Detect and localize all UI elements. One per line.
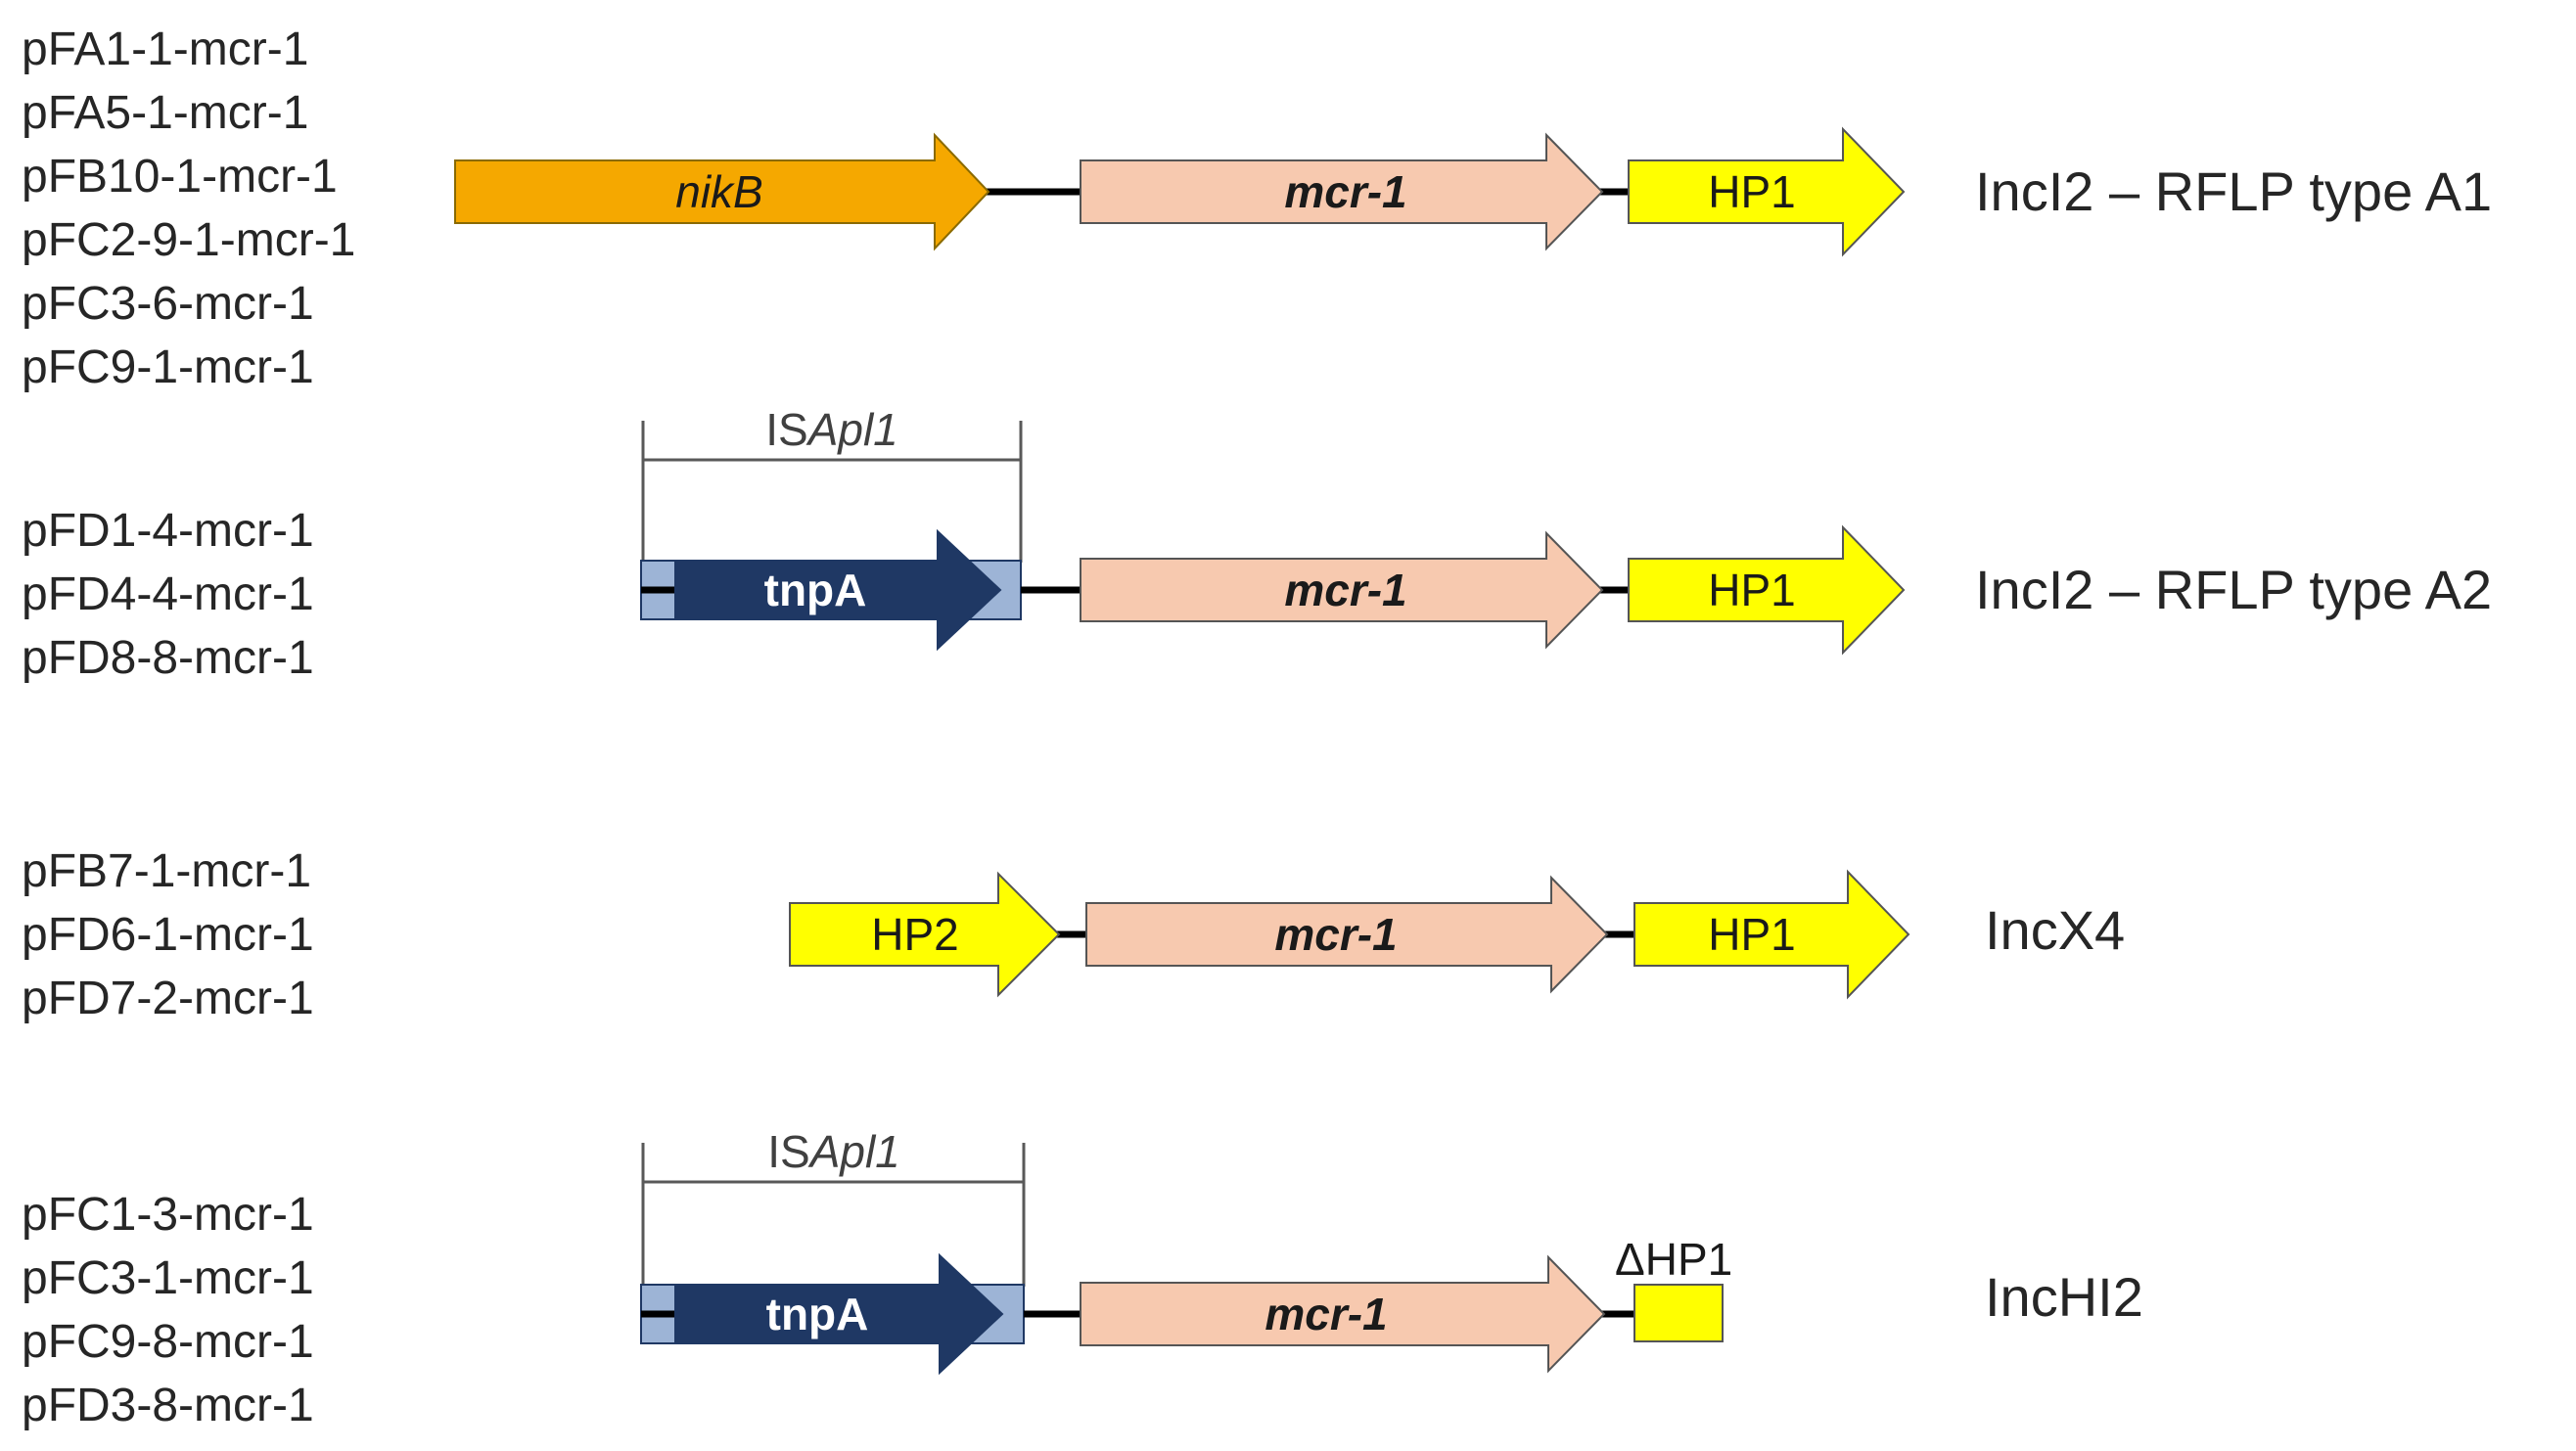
element-suffix: Apl1: [805, 404, 898, 455]
row-2: pFD1-4-mcr-1 pFD4-4-mcr-1 pFD8-8-mcr-1 I…: [22, 404, 2492, 684]
inc-type-label: IncI2 – RFLP type A2: [1975, 559, 2492, 620]
strain-label: pFD3-8-mcr-1: [22, 1380, 314, 1431]
element-prefix: IS: [765, 404, 807, 455]
truncated-gene-box: [1633, 1284, 1724, 1342]
gene-label: tnpA: [766, 1289, 869, 1339]
gene-arrow-hp1: [1633, 869, 1910, 1000]
gene-arrow-mcr1: [1080, 530, 1604, 650]
strain-label: pFA5-1-mcr-1: [22, 87, 308, 139]
strain-label: pFC1-3-mcr-1: [22, 1189, 314, 1241]
gene-arrow-hp1: [1628, 524, 1906, 656]
gene-arrow-tnpa: [674, 528, 1002, 652]
strain-label: pFC9-1-mcr-1: [22, 341, 314, 393]
gene-label: HP1: [1708, 565, 1795, 615]
gene-label: mcr-1: [1284, 166, 1406, 217]
strain-label: pFC3-1-mcr-1: [22, 1252, 314, 1304]
row-4: pFC1-3-mcr-1 pFC3-1-mcr-1 pFC9-8-mcr-1 p…: [22, 1126, 2143, 1431]
strain-label: pFD6-1-mcr-1: [22, 909, 314, 961]
strain-label: pFD4-4-mcr-1: [22, 568, 314, 620]
gene-arrow-hp2: [789, 871, 1061, 998]
gene-label: HP2: [871, 909, 958, 960]
gene-arrow-hp1: [1628, 126, 1906, 257]
gene-arrow-mcr1: [1080, 132, 1604, 251]
strain-label: pFC2-9-1-mcr-1: [22, 214, 355, 266]
gene-arrow-mcr1: [1080, 1254, 1606, 1374]
inc-type-label: IncHI2: [1985, 1266, 2143, 1328]
strain-label: pFA1-1-mcr-1: [22, 23, 308, 75]
isapl1-bracket: [641, 421, 1023, 563]
gene-label: mcr-1: [1265, 1289, 1387, 1339]
gene-arrow-nikb: [454, 132, 990, 251]
gene-label: nikB: [675, 166, 762, 217]
inc-type-label: IncI2 – RFLP type A1: [1975, 160, 2492, 222]
strain-label: pFB7-1-mcr-1: [22, 845, 311, 897]
strain-label: pFC3-6-mcr-1: [22, 278, 314, 330]
gene-label: HP1: [1708, 166, 1795, 217]
gene-label: tnpA: [764, 565, 867, 615]
row-3: pFB7-1-mcr-1 pFD6-1-mcr-1 pFD7-2-mcr-1 H…: [22, 845, 2125, 1024]
strain-label: pFB10-1-mcr-1: [22, 151, 338, 203]
gene-label: HP1: [1708, 909, 1795, 960]
strain-label: pFC9-8-mcr-1: [22, 1316, 314, 1368]
gene-label: ΔHP1: [1615, 1234, 1732, 1285]
inc-type-label: IncX4: [1985, 899, 2125, 961]
strain-label: pFD1-4-mcr-1: [22, 505, 314, 557]
element-suffix: Apl1: [807, 1126, 900, 1177]
gene-label: mcr-1: [1284, 565, 1406, 615]
isapl1-bracket: [641, 1143, 1026, 1287]
strain-label: pFD8-8-mcr-1: [22, 632, 314, 684]
element-prefix: IS: [767, 1126, 809, 1177]
element-label: ISApl1: [765, 404, 898, 455]
row-1: pFA1-1-mcr-1 pFA5-1-mcr-1 pFB10-1-mcr-1 …: [22, 23, 2492, 393]
gene-arrow-tnpa: [674, 1252, 1004, 1376]
strain-label: pFD7-2-mcr-1: [22, 973, 314, 1024]
element-label: ISApl1: [767, 1126, 900, 1177]
gene-label: mcr-1: [1274, 909, 1397, 960]
gene-arrow-mcr1: [1085, 875, 1609, 994]
